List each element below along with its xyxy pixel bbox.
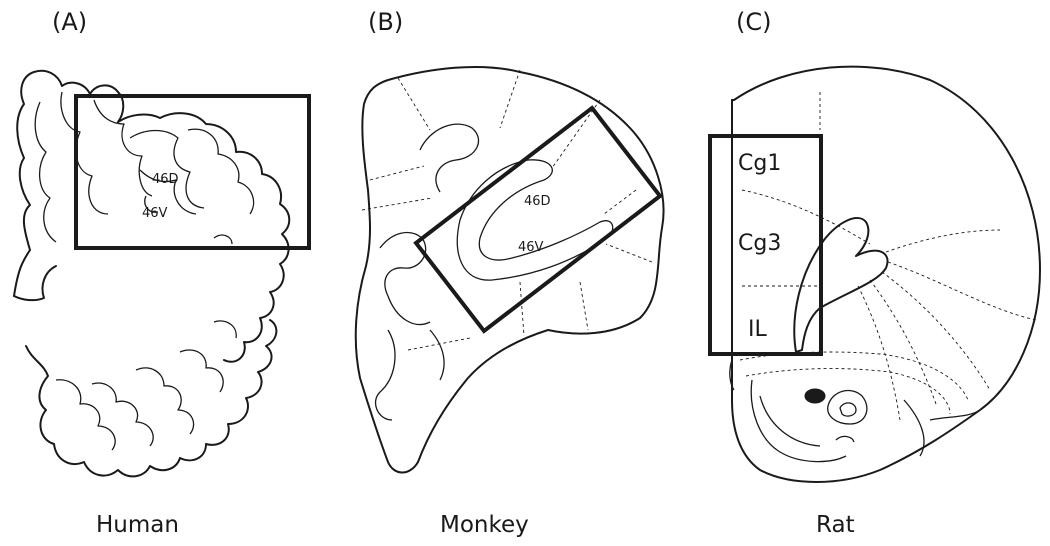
species-label-monkey: Monkey	[440, 512, 529, 538]
panel-monkey: (B) 46D 46V Monkey	[354, 8, 665, 538]
rat-area-il: IL	[748, 317, 767, 342]
human-area-46v: 46V	[142, 206, 168, 221]
monkey-region-box	[413, 105, 663, 334]
panel-label-a: (A)	[52, 8, 87, 36]
species-label-rat: Rat	[816, 512, 855, 538]
species-label-human: Human	[96, 512, 179, 538]
monkey-area-46v: 46V	[518, 240, 544, 255]
monkey-area-46d: 46D	[524, 194, 551, 209]
panel-human: (A) 46D 46V Human	[13, 8, 311, 538]
rat-area-cg1: Cg1	[738, 151, 781, 176]
panel-label-c: (C)	[736, 8, 771, 36]
human-region-box	[74, 94, 311, 250]
monkey-cortex-section	[354, 65, 665, 474]
human-cortex-section	[13, 69, 291, 478]
rat-area-cg3: Cg3	[738, 231, 781, 256]
panel-label-b: (B)	[368, 8, 403, 36]
panel-rat: (C)	[708, 8, 1041, 538]
rat-brain-section	[729, 65, 1041, 483]
human-area-46d: 46D	[152, 172, 179, 187]
rat-region-box	[708, 134, 823, 356]
